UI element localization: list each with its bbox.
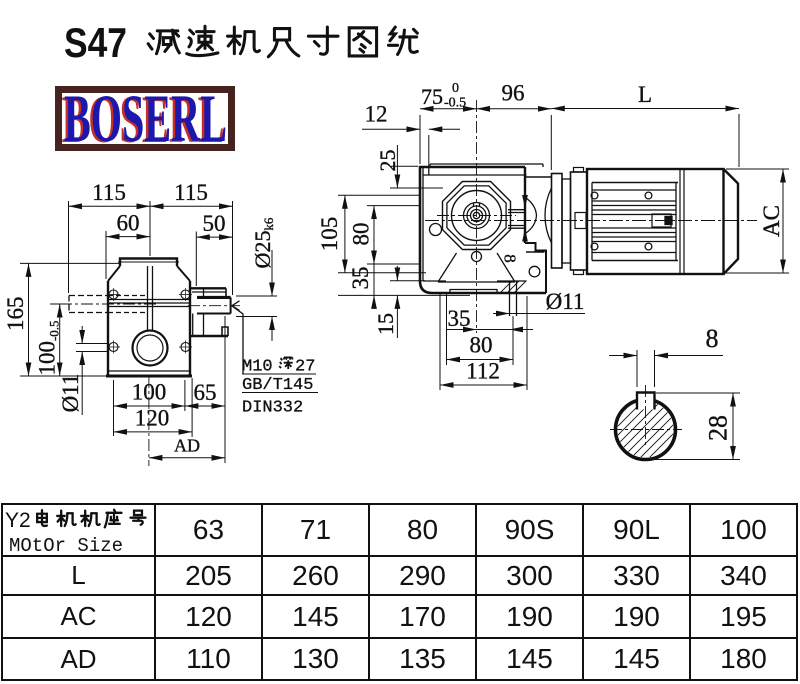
svg-text:-0.5: -0.5 [444, 96, 466, 111]
svg-text:100: 100 [132, 380, 167, 405]
svg-text:GB/T145: GB/T145 [242, 376, 313, 395]
svg-text:165: 165 [3, 297, 28, 332]
svg-text:100-0.5: 100-0.5 [35, 320, 62, 375]
svg-text:96: 96 [502, 81, 525, 106]
svg-text:S47: S47 [64, 19, 127, 66]
svg-text:M10: M10 [242, 358, 273, 377]
svg-text:115: 115 [92, 180, 126, 205]
svg-text:12: 12 [365, 102, 388, 127]
svg-text:75: 75 [421, 84, 443, 109]
svg-text:105: 105 [317, 217, 342, 252]
svg-text:65: 65 [194, 380, 217, 405]
svg-text:80: 80 [349, 223, 374, 246]
svg-text:80: 80 [470, 333, 493, 358]
svg-text:50: 50 [203, 211, 226, 236]
svg-text:35: 35 [348, 267, 373, 290]
svg-text:35: 35 [448, 306, 471, 331]
svg-text:0: 0 [452, 81, 459, 96]
svg-text:15: 15 [373, 313, 398, 335]
svg-text:112: 112 [466, 359, 500, 384]
svg-text:L: L [638, 82, 652, 107]
svg-text:Ø25k6: Ø25k6 [250, 217, 276, 268]
svg-text:25: 25 [375, 150, 400, 172]
svg-text:AC: AC [759, 205, 784, 237]
svg-text:28: 28 [704, 415, 733, 441]
svg-text:Y2: Y2 [5, 509, 31, 532]
svg-text:115: 115 [174, 180, 208, 205]
svg-text:MOtOr Size: MOtOr Size [9, 535, 123, 554]
svg-text:BOSERL: BOSERL [64, 93, 227, 144]
svg-text:Ø11: Ø11 [546, 289, 585, 314]
svg-text:8: 8 [501, 254, 520, 263]
svg-text:60: 60 [117, 211, 140, 236]
svg-text:27: 27 [295, 358, 315, 377]
svg-text:Ø11: Ø11 [58, 374, 83, 413]
svg-text:8: 8 [706, 324, 719, 353]
svg-text:DIN332: DIN332 [242, 399, 303, 418]
svg-text:AD: AD [174, 435, 200, 455]
svg-text:120: 120 [135, 405, 170, 430]
